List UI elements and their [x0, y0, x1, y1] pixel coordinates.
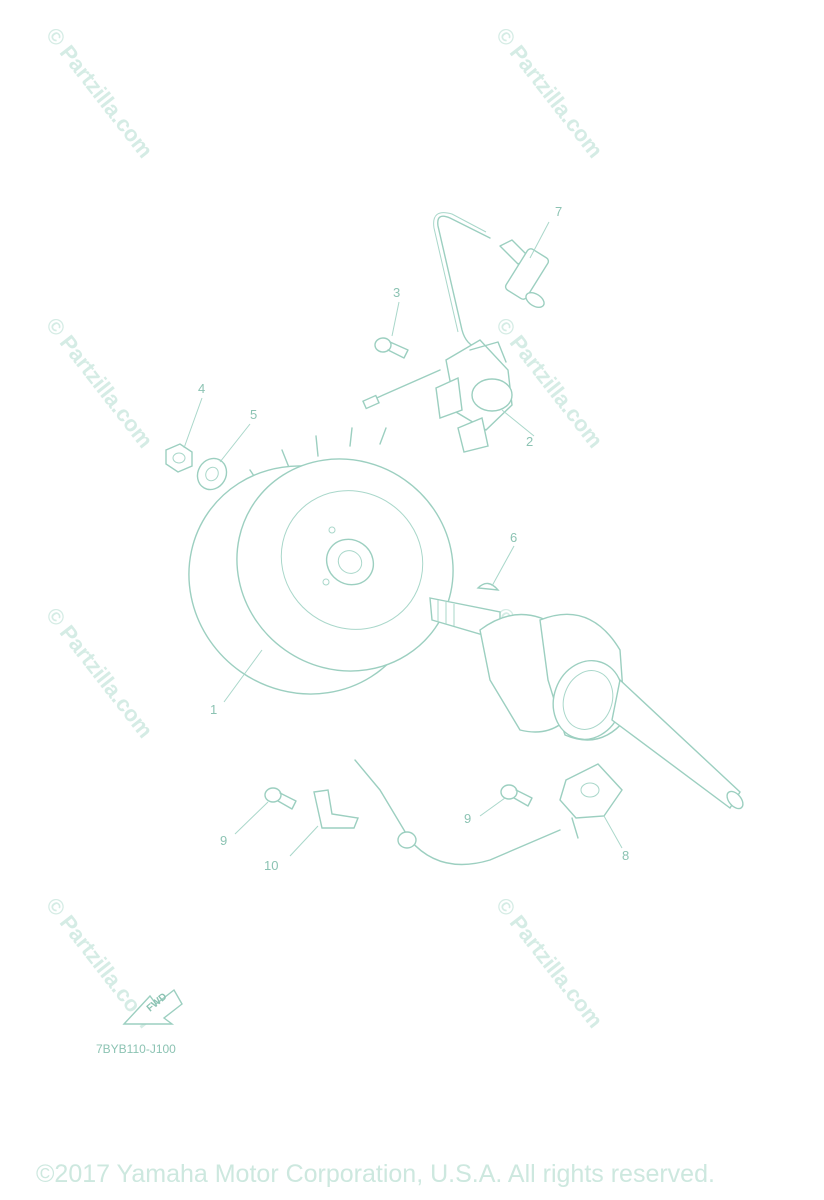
callout-10[interactable]: 10 — [264, 858, 278, 873]
diagram-code: 7BYB110-J100 — [96, 1042, 176, 1056]
callout-8[interactable]: 8 — [622, 848, 629, 863]
flywheel-rotor[interactable] — [144, 417, 495, 740]
watermark: © Partzilla.com — [41, 603, 158, 743]
watermark: © Partzilla.com — [491, 23, 608, 163]
copyright-notice: ©2017 Yamaha Motor Corporation, U.S.A. A… — [36, 1160, 715, 1188]
washer[interactable] — [192, 453, 232, 495]
callouts: 1 2 3 4 5 6 7 8 9 9 10 — [198, 204, 629, 873]
spark-plug-cap[interactable] — [499, 239, 550, 310]
high-tension-cord[interactable] — [437, 215, 491, 349]
callout-9-left[interactable]: 9 — [220, 833, 227, 848]
callout-5[interactable]: 5 — [250, 407, 257, 422]
bolt-9-left[interactable] — [264, 787, 297, 810]
callout-7[interactable]: 7 — [555, 204, 562, 219]
watermark: © Partzilla.com — [491, 893, 608, 1033]
bracket[interactable] — [313, 789, 359, 829]
watermark: © Partzilla.com — [41, 23, 158, 163]
callout-6[interactable]: 6 — [510, 530, 517, 545]
callout-1[interactable]: 1 — [210, 702, 217, 717]
callout-9-right[interactable]: 9 — [464, 811, 471, 826]
crankshaft[interactable] — [429, 597, 746, 812]
woodruff-key[interactable] — [476, 582, 500, 591]
callout-2[interactable]: 2 — [526, 434, 533, 449]
ignition-coil[interactable] — [362, 339, 513, 453]
bolt-3[interactable] — [374, 337, 409, 359]
callout-4[interactable]: 4 — [198, 381, 205, 396]
bolt-9-right[interactable] — [500, 784, 533, 807]
fwd-arrow: FWD — [122, 988, 183, 1025]
watermark: © Partzilla.com — [41, 313, 158, 453]
leader-lines — [183, 221, 623, 857]
callout-3[interactable]: 3 — [393, 285, 400, 300]
nut[interactable] — [165, 443, 193, 473]
pulser-coil[interactable] — [354, 759, 623, 866]
